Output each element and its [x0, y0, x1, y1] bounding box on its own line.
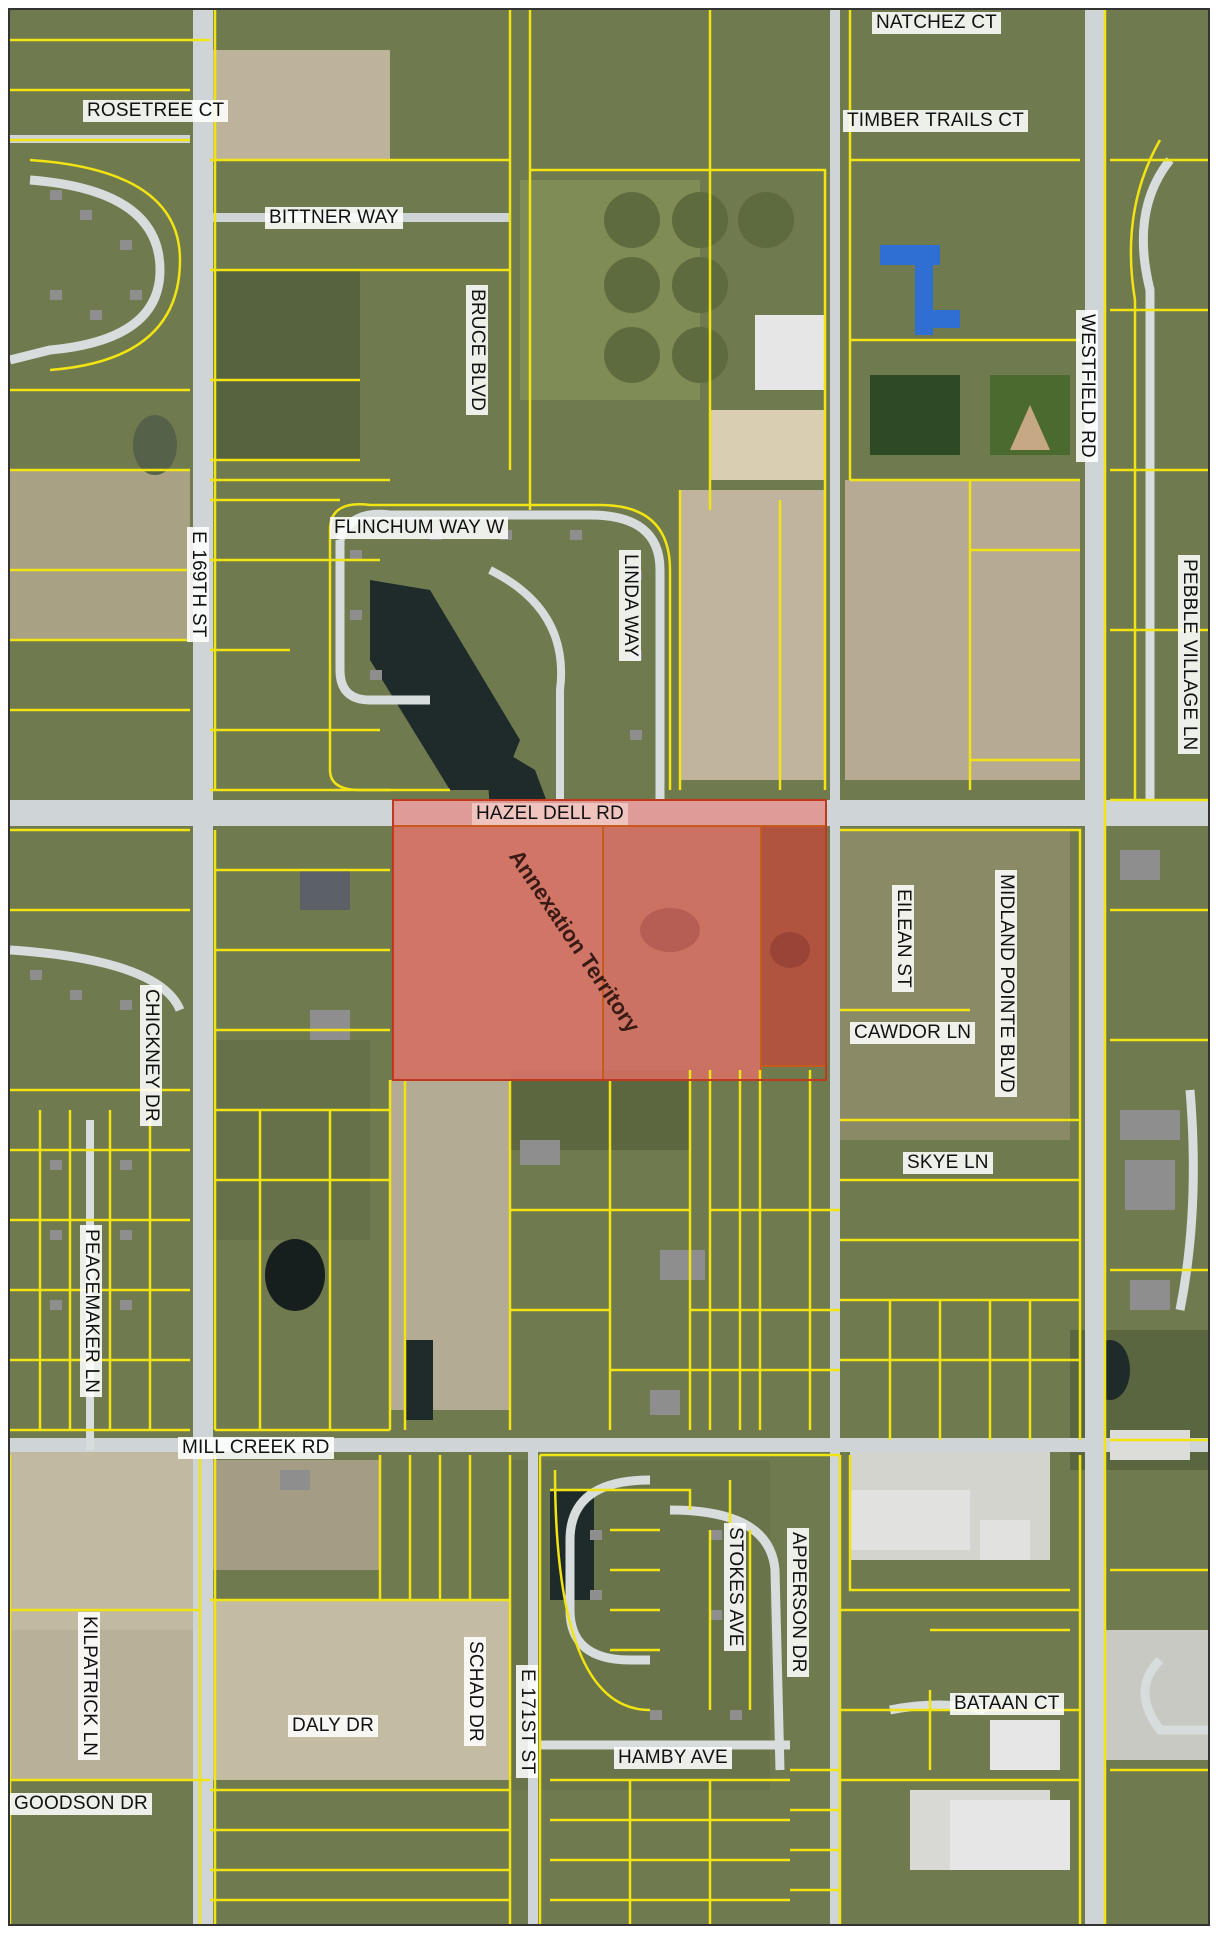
- street-label-bataan-ct: BATAAN CT: [950, 1693, 1064, 1715]
- ponds: [133, 415, 1130, 1600]
- street-label-hamby-ave: HAMBY AVE: [614, 1747, 732, 1769]
- street-label-stokes-ave: STOKES AVE: [724, 1523, 746, 1651]
- street-label-kilpatrick-ln: KILPATRICK LN: [78, 1612, 100, 1761]
- street-label-westfield-rd: WESTFIELD RD: [1076, 310, 1098, 462]
- street-label-timber-trails-ct: TIMBER TRAILS CT: [843, 110, 1029, 132]
- parcel-lines: [10, 10, 1208, 1924]
- land-cover: [10, 50, 1208, 1870]
- street-label-goodson-dr: GOODSON DR: [10, 1793, 152, 1815]
- aerial-map: NATCHEZ CT ROSETREE CT TIMBER TRAILS CT …: [8, 8, 1210, 1926]
- street-label-bruce-blvd: BRUCE BLVD: [466, 285, 488, 416]
- street-label-e-171st-st: E 171ST ST: [516, 1665, 538, 1779]
- street-label-e-169th-st: E 169TH ST: [187, 527, 209, 642]
- annexation-territory: [392, 799, 827, 1081]
- street-label-midland-pointe-blvd: MIDLAND POINTE BLVD: [995, 870, 1017, 1097]
- westfield-road: [1085, 10, 1105, 1924]
- street-label-daly-dr: DALY DR: [288, 1715, 379, 1737]
- e-169th-street: [193, 10, 213, 1924]
- street-label-peacemaker-ln: PEACEMAKER LN: [80, 1225, 102, 1398]
- houses: [30, 190, 1190, 1870]
- annexation-boundary: [392, 799, 827, 1081]
- street-label-natchez-ct: NATCHEZ CT: [872, 12, 1001, 34]
- street-label-bittner-way: BITTNER WAY: [265, 207, 403, 229]
- street-label-eilean-st: EILEAN ST: [892, 885, 914, 992]
- street-label-skye-ln: SKYE LN: [903, 1152, 993, 1174]
- street-label-rosetree-ct: ROSETREE CT: [83, 100, 229, 122]
- street-label-apperson-dr: APPERSON DR: [787, 1528, 809, 1677]
- aerial-map-canvas: [10, 10, 1208, 1924]
- street-label-schad-dr: SCHAD DR: [464, 1637, 486, 1746]
- road-east: [830, 10, 840, 1924]
- street-label-pebble-village-ln: PEBBLE VILLAGE LN: [1178, 555, 1200, 755]
- school-campus: [604, 192, 1070, 480]
- street-label-flinchum-way-w: FLINCHUM WAY W: [330, 517, 509, 539]
- street-label-hazel-dell-rd: HAZEL DELL RD: [472, 803, 628, 825]
- street-label-mill-creek-rd: MILL CREEK RD: [178, 1437, 334, 1459]
- street-label-chickney-dr: CHICKNEY DR: [140, 985, 162, 1126]
- street-label-linda-way: LINDA WAY: [619, 550, 641, 662]
- street-label-cawdor-ln: CAWDOR LN: [850, 1022, 976, 1044]
